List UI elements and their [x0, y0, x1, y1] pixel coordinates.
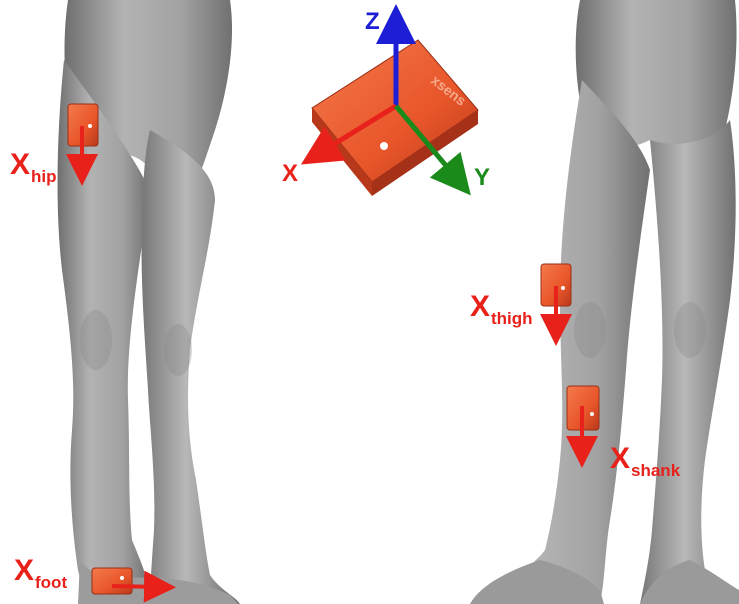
left-figure-front-leg — [142, 130, 240, 604]
y-axis-label: Y — [474, 166, 490, 190]
shank-label: Xshank — [610, 444, 680, 474]
foot-x-arrow — [112, 586, 160, 587]
hip-label-main: X — [10, 148, 30, 181]
thigh-label: Xthigh — [470, 292, 533, 322]
x-axis-label: X — [282, 162, 298, 186]
z-axis-label: Z — [365, 10, 380, 34]
shank-label-sub: shank — [631, 461, 680, 480]
knee-shade-b — [674, 302, 706, 358]
thigh-label-sub: thigh — [491, 309, 533, 328]
left-knee-shade — [80, 310, 112, 370]
thigh-label-main: X — [470, 290, 490, 323]
reference-sensor-led — [380, 142, 388, 150]
right-knee-shade — [164, 324, 192, 376]
knee-shade-a — [574, 302, 606, 358]
foot-label: Xfoot — [14, 556, 67, 586]
hip-label-sub: hip — [31, 167, 57, 186]
reference-sensor: xsens — [312, 24, 478, 196]
hip-label: Xhip — [10, 150, 57, 180]
left-figure — [58, 0, 240, 604]
shank-label-main: X — [610, 442, 630, 475]
foot-label-main: X — [14, 554, 34, 587]
right-figure-left-leg — [480, 80, 650, 604]
right-figure-right-leg — [640, 120, 739, 604]
foot-label-sub: foot — [35, 573, 67, 592]
